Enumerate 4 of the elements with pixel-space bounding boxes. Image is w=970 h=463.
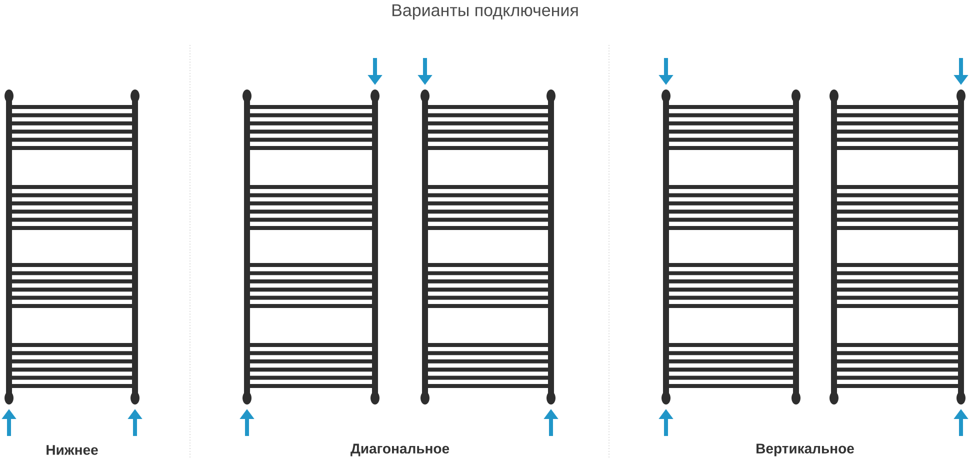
option-label: Вертикальное: [756, 444, 854, 456]
option-label: Диагональное: [350, 444, 450, 456]
title: Варианты подключения: [392, 4, 578, 20]
option-label: Нижнее: [46, 445, 98, 455]
